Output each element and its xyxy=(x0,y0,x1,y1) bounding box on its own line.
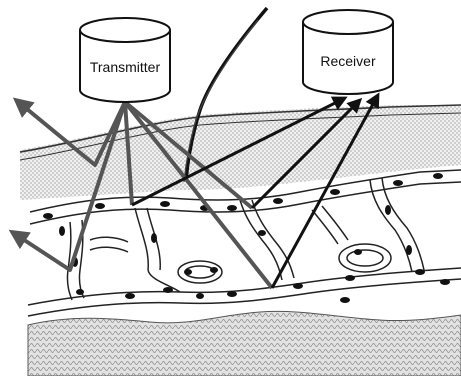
vessel-network xyxy=(27,169,461,317)
deep-tissue-layer xyxy=(27,310,461,376)
receiver-label: Receiver xyxy=(320,53,376,69)
blood-cells xyxy=(43,173,450,303)
receiver-cylinder: Receiver xyxy=(302,9,394,95)
outgoing-rays xyxy=(8,97,274,290)
incoming-rays xyxy=(131,92,380,289)
transmitter-label: Transmitter xyxy=(90,59,161,75)
transmitter-cylinder: Transmitter xyxy=(79,17,171,103)
probe-fiber-shadow xyxy=(183,19,259,183)
upper-tissue-layer xyxy=(20,105,461,200)
